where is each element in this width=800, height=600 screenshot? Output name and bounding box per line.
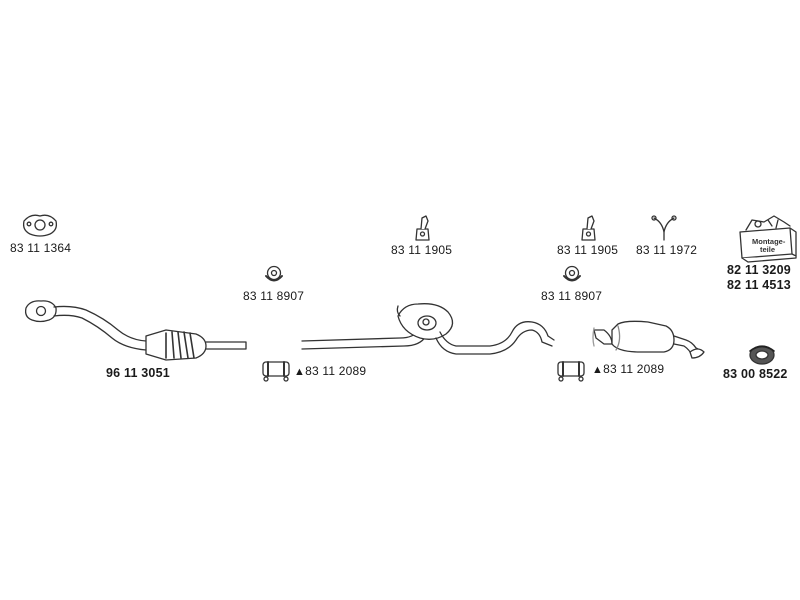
sleeve-right-icon: [557, 361, 585, 382]
kit-text-1: Montage-: [752, 237, 786, 246]
sleeve-right-number: 83 11 2089: [603, 362, 665, 376]
y-bracket-icon: [651, 215, 677, 241]
triangle-icon: ▲: [294, 366, 306, 378]
mounting-kit-icon: [739, 215, 797, 263]
rubber-mount-right-icon: [581, 215, 596, 241]
part-number-flange-gasket: 83 11 1364: [10, 241, 72, 255]
front-pipe-catalyst-icon: [24, 300, 247, 361]
part-number-mount-center: 83 11 1905: [391, 243, 453, 257]
rubber-ring-icon: [749, 345, 775, 365]
part-number-kit-1: 82 11 3209: [727, 263, 791, 277]
sleeve-left-icon: [262, 361, 290, 382]
clamp-left-icon: [265, 265, 283, 282]
rear-muffler-icon: [592, 320, 705, 359]
flange-gasket-icon: [22, 214, 58, 237]
part-number-sleeve-right: ▲83 11 2089: [592, 362, 664, 376]
part-number-mount-right: 83 11 1905: [557, 243, 619, 257]
part-number-rubber-ring: 83 00 8522: [723, 367, 788, 381]
rubber-mount-center-icon: [415, 215, 430, 241]
middle-pipe-resonator-icon: [301, 303, 555, 355]
part-number-clamp-left: 83 11 8907: [243, 289, 305, 303]
part-number-kit-2: 82 11 4513: [727, 278, 791, 292]
sleeve-left-number: 83 11 2089: [305, 364, 367, 378]
kit-text-2: teile: [760, 245, 775, 254]
clamp-right-icon: [563, 265, 581, 282]
part-number-front-pipe: 96 11 3051: [106, 366, 170, 380]
part-number-sleeve-left: ▲83 11 2089: [294, 364, 366, 378]
triangle-icon: ▲: [592, 364, 604, 376]
part-number-clamp-right: 83 11 8907: [541, 289, 603, 303]
part-number-y-bracket: 83 11 1972: [636, 243, 698, 257]
